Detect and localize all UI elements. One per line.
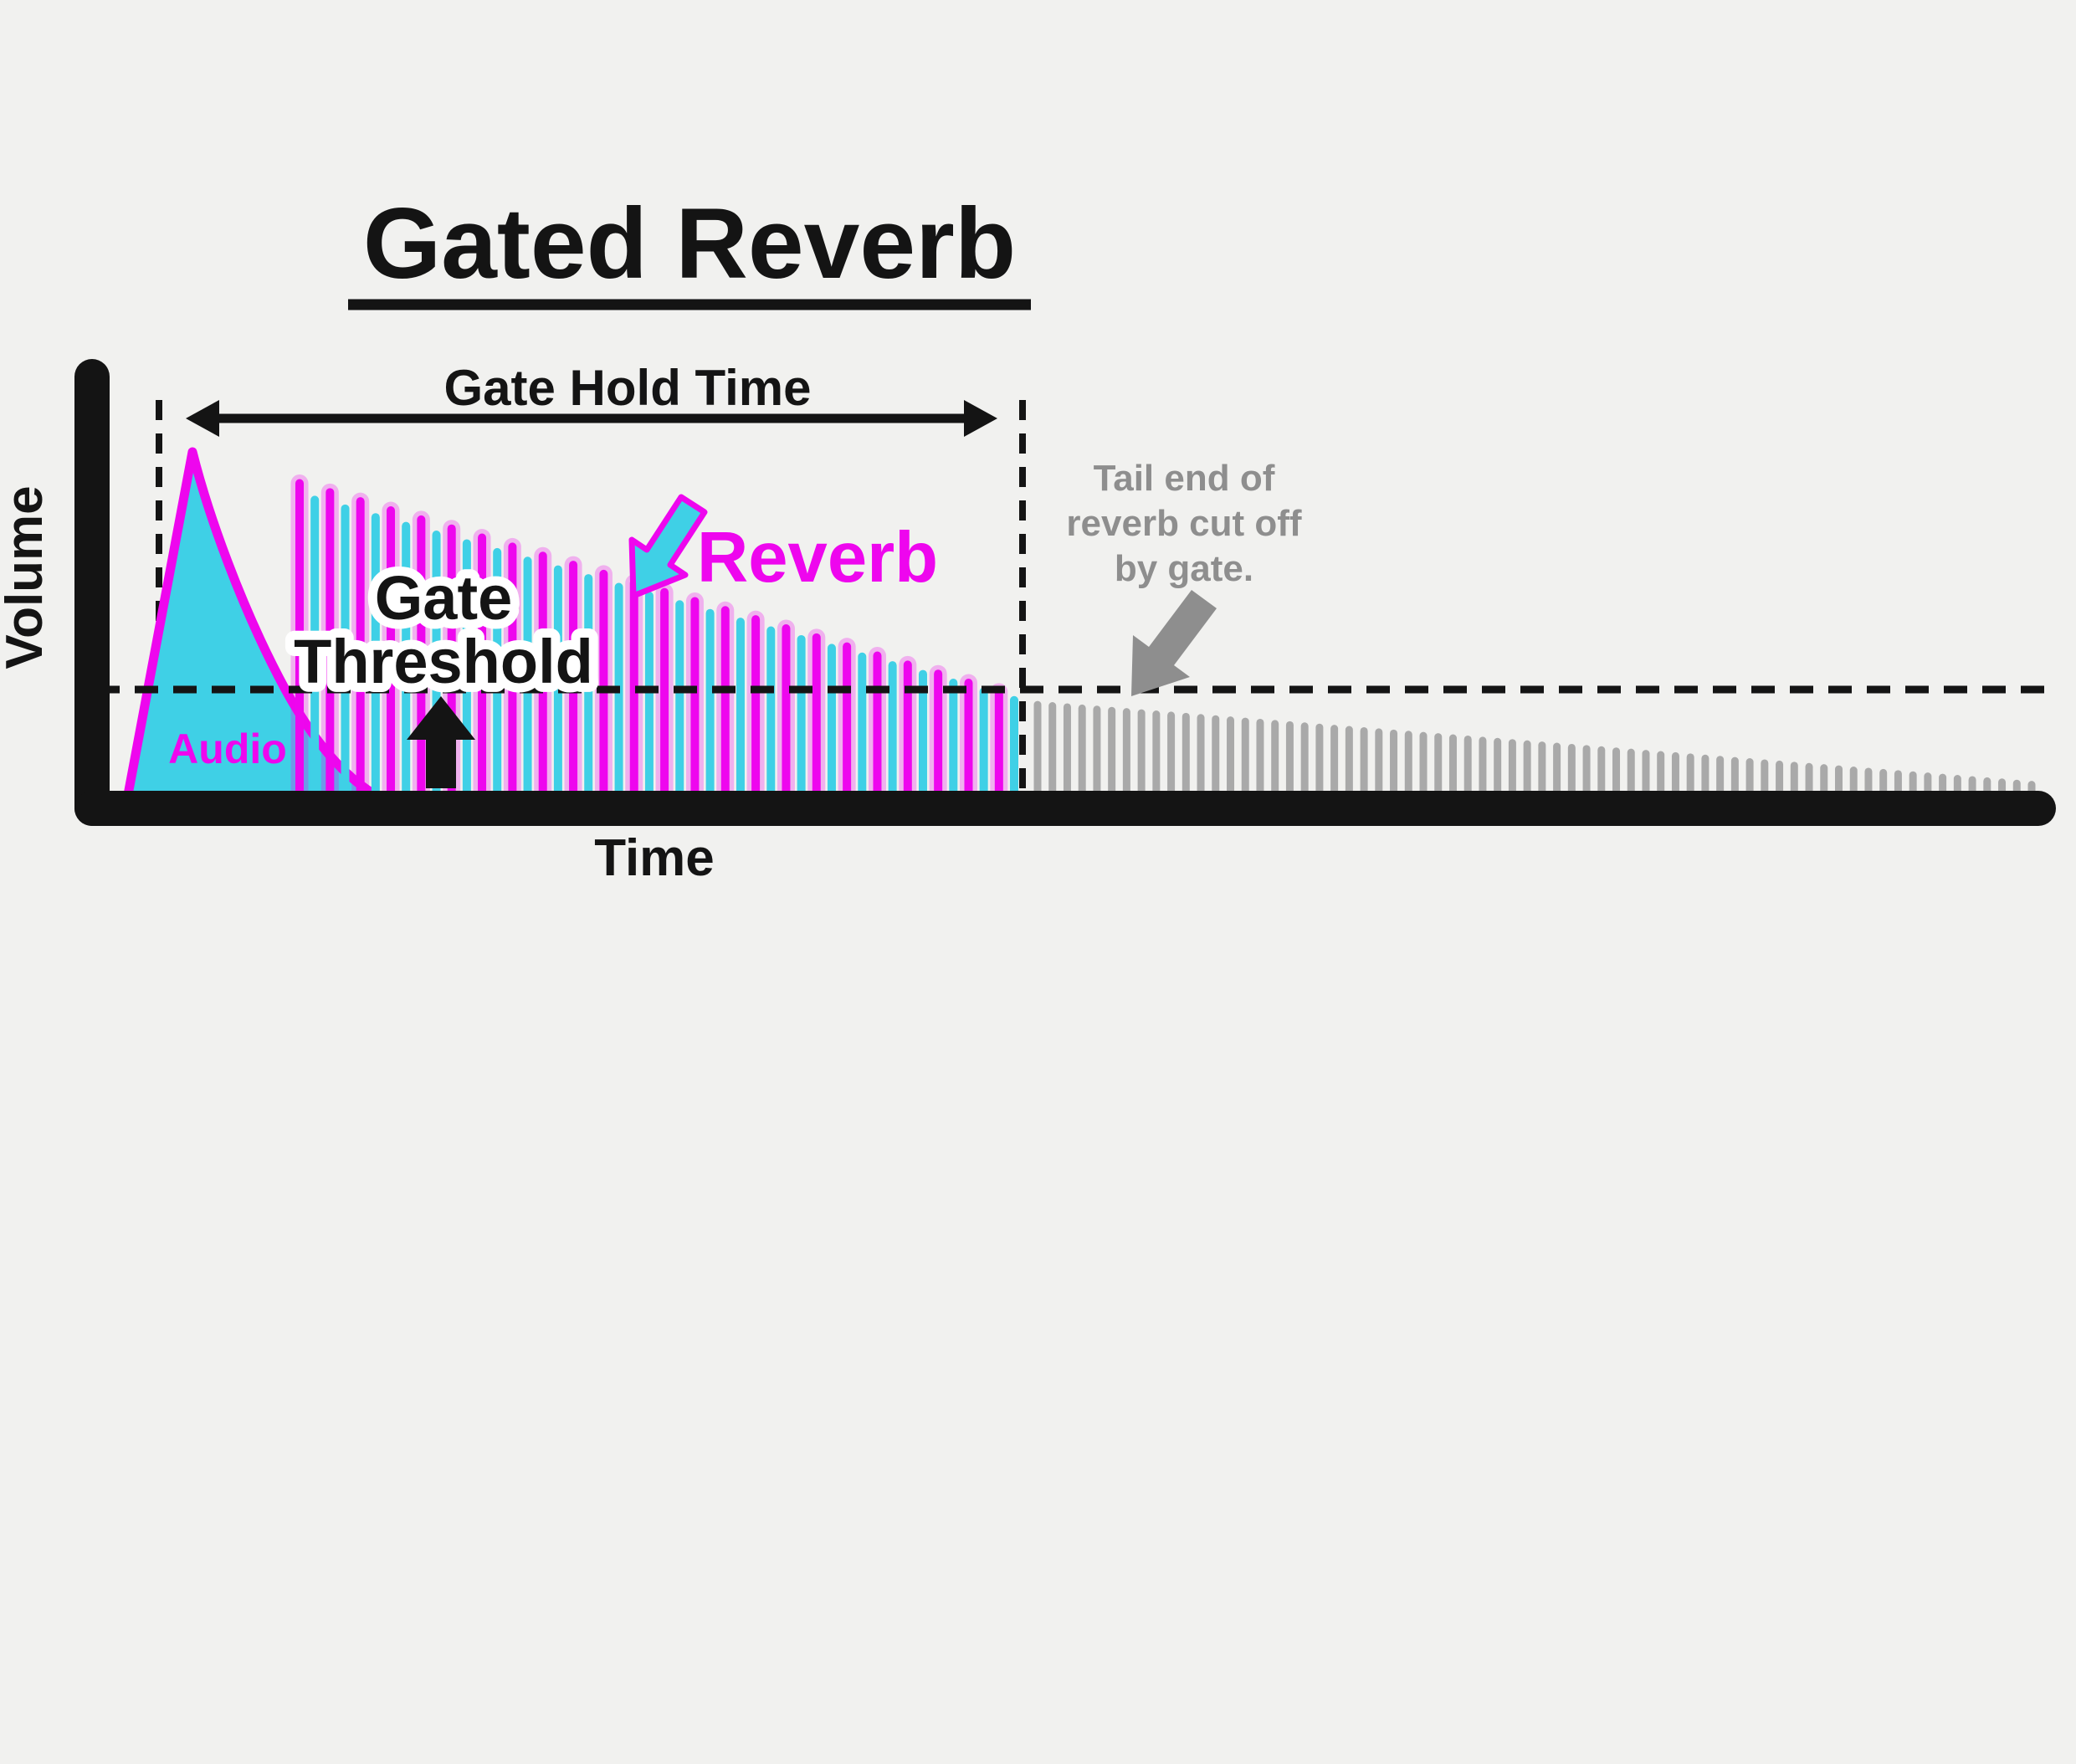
tail-bars-cut-by-gate <box>1033 700 2036 795</box>
gate-threshold-label-line1: Gate <box>375 563 513 633</box>
gate-threshold-label-line2: Threshold <box>294 627 593 696</box>
gate-hold-time-label: Gate Hold Time <box>444 360 812 416</box>
tail-note-line3: by gate. <box>1115 548 1253 589</box>
threshold-up-arrow-icon <box>407 696 475 788</box>
audio-waveform-shape <box>122 447 388 804</box>
gate-hold-time-arrow <box>186 400 997 437</box>
reverb-label: Reverb <box>697 518 938 597</box>
tail-note-line2: reverb cut off <box>1066 503 1302 544</box>
reverb-bars <box>290 474 1018 800</box>
page-title: Gated Reverb <box>363 187 1016 300</box>
audio-label: Audio <box>168 726 287 772</box>
y-axis-label: Volume <box>0 485 54 669</box>
gate-hold-time-arrow-right-head-icon <box>964 400 997 437</box>
reverb-pointer-arrow-icon <box>628 494 708 599</box>
x-axis-label: Time <box>594 829 715 887</box>
tail-pointer-arrow-icon <box>1131 590 1217 696</box>
tail-note-line1: Tail end of <box>1094 458 1275 499</box>
gate-hold-time-arrow-left-head-icon <box>186 400 219 437</box>
